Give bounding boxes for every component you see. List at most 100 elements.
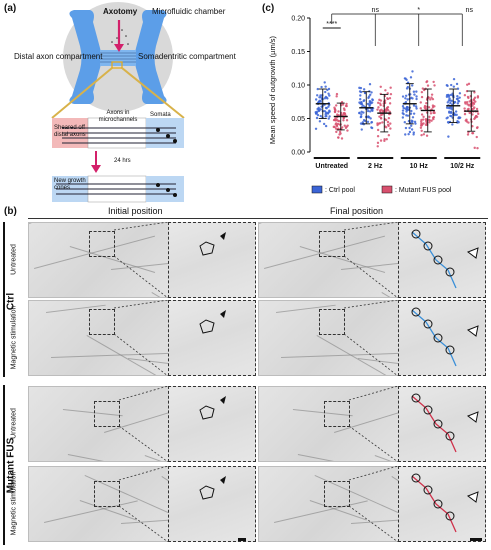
speed-chart: Mean speed of outgrowth (µm/s) 0.000.050… [268, 7, 481, 194]
data-point [333, 125, 336, 129]
legend-label: : Ctrl pool [325, 187, 355, 194]
data-point [401, 105, 405, 108]
data-point [401, 95, 405, 98]
axotomy-arrow [114, 44, 124, 52]
data-point [359, 90, 363, 94]
data-point [412, 112, 416, 115]
data-point [410, 109, 413, 113]
data-point [342, 116, 346, 120]
data-point [388, 102, 392, 105]
data-point [327, 92, 330, 95]
data-point [370, 109, 374, 112]
data-point [324, 95, 328, 99]
data-point [448, 110, 451, 113]
data-point [420, 120, 423, 123]
data-point [425, 102, 428, 105]
data-point [386, 97, 389, 100]
data-point [327, 105, 330, 108]
data-point [358, 101, 361, 104]
data-point [431, 97, 435, 101]
roi-box [319, 309, 345, 335]
data-point [411, 70, 414, 73]
data-point [456, 95, 459, 98]
data-point [413, 93, 416, 96]
data-point [432, 115, 436, 119]
data-point [449, 83, 453, 87]
data-point [314, 98, 318, 101]
data-point [414, 122, 417, 125]
data-point [368, 110, 372, 113]
sig-label: **** [326, 21, 337, 28]
data-point [318, 96, 321, 99]
data-point [430, 93, 434, 96]
data-point [464, 102, 467, 105]
data-point [431, 106, 435, 109]
data-point [388, 110, 391, 113]
data-point [468, 100, 471, 103]
data-point [319, 94, 322, 97]
data-point [371, 98, 374, 101]
roi-box [89, 231, 115, 257]
data-point [377, 106, 380, 109]
zoom-connector [348, 466, 479, 542]
sig-label: * [417, 7, 420, 14]
data-point [457, 99, 460, 103]
data-point [360, 113, 363, 116]
data-point [411, 116, 415, 119]
microchannels [100, 50, 136, 66]
y-tick-label: 0.10 [291, 83, 305, 90]
data-point [337, 127, 340, 130]
data-point [455, 82, 459, 86]
data-point [476, 95, 480, 98]
y-tick-label: 0.05 [291, 116, 305, 123]
data-point [431, 104, 435, 107]
data-point [412, 133, 415, 136]
data-point [342, 119, 345, 122]
panel-a-letter: (a) [4, 3, 17, 14]
data-point [406, 98, 409, 101]
data-point [423, 106, 426, 109]
legend-swatch [381, 185, 393, 194]
axotomy-label: Axotomy [103, 7, 138, 16]
data-point [471, 113, 474, 116]
data-point [466, 95, 470, 99]
data-point [389, 92, 393, 96]
data-point [368, 103, 371, 107]
data-point [430, 119, 433, 122]
data-point [413, 120, 417, 124]
roi-box [319, 231, 345, 257]
distal-label: Distal axon compartment [14, 52, 103, 61]
data-point [449, 101, 452, 105]
data-point [432, 117, 435, 121]
data-point [425, 134, 429, 137]
time-arrow [91, 165, 101, 173]
data-point [343, 108, 346, 112]
y-tick-label: 0.20 [291, 16, 305, 23]
mutant-untreated-label: Untreated [10, 408, 18, 439]
data-point [401, 116, 405, 119]
data-point [476, 146, 479, 150]
data-point [376, 141, 380, 145]
data-point [427, 106, 431, 109]
zoom-connector [343, 300, 479, 376]
roi-box [324, 481, 350, 507]
data-point [341, 103, 345, 106]
data-point [378, 98, 381, 102]
data-point [335, 92, 339, 96]
title-rule [28, 218, 488, 219]
data-point [384, 110, 388, 113]
zoom-connector [348, 386, 479, 462]
data-point [458, 116, 461, 120]
legend-label: : Mutant FUS pool [395, 187, 452, 194]
data-point [415, 97, 418, 101]
data-point [336, 113, 339, 116]
data-point [466, 83, 469, 86]
data-point [406, 85, 410, 89]
data-point [346, 129, 349, 132]
data-point [319, 108, 322, 111]
data-point [476, 126, 479, 129]
data-point [327, 111, 330, 114]
data-point [386, 120, 390, 124]
sheared-label: Sheared off distal axons [54, 125, 86, 138]
data-point [370, 121, 373, 124]
